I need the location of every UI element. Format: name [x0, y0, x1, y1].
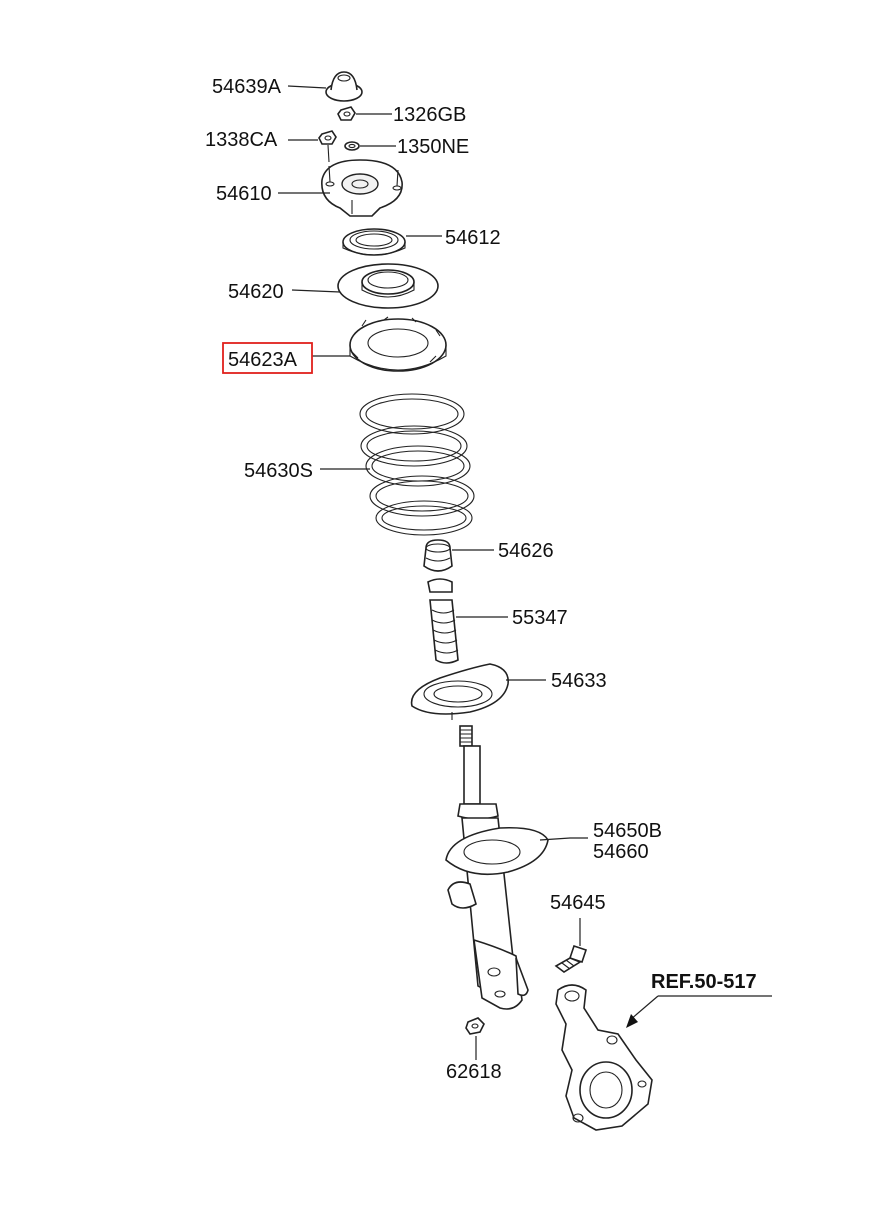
label-54650B[interactable]: 54650B	[593, 820, 662, 842]
spring-54630S[interactable]	[359, 393, 475, 536]
bumpstop-54626[interactable]	[423, 539, 453, 572]
label-54610[interactable]: 54610	[216, 183, 272, 205]
mount-54610[interactable]	[321, 159, 403, 217]
label-54626[interactable]: 54626	[498, 540, 554, 562]
label-62618[interactable]: 62618	[446, 1061, 502, 1083]
label-54612[interactable]: 54612	[445, 227, 501, 249]
label-54633[interactable]: 54633	[551, 670, 607, 692]
leader-54650B	[539, 837, 588, 841]
seat-54623A[interactable]	[349, 316, 447, 372]
leader-ref	[629, 995, 659, 1021]
label-1350NE[interactable]: 1350NE	[397, 136, 469, 158]
label-54623A[interactable]: 54623A	[228, 349, 298, 371]
seat-54633[interactable]	[410, 663, 509, 720]
label-ref[interactable]: REF.50-517	[651, 971, 757, 993]
label-54630S[interactable]: 54630S	[244, 460, 313, 482]
label-54660[interactable]: 54660	[593, 841, 649, 863]
label-1338CA[interactable]: 1338CA	[205, 129, 278, 151]
label-54645[interactable]: 54645	[550, 892, 606, 914]
bearing-54612[interactable]	[342, 228, 406, 256]
boot-55347[interactable]	[427, 578, 459, 664]
label-54639A[interactable]: 54639A	[212, 76, 282, 98]
highlight-box-54623A	[222, 342, 313, 374]
strut-54650B[interactable]	[445, 725, 549, 1010]
label-54620[interactable]: 54620	[228, 281, 284, 303]
label-55347[interactable]: 55347	[512, 607, 568, 629]
arrow-ref	[626, 1014, 638, 1028]
knuckle-ref[interactable]	[555, 984, 653, 1131]
nut-1338CA[interactable]	[318, 130, 337, 163]
nut-1326GB[interactable]	[337, 106, 356, 121]
washer-1350NE[interactable]	[344, 141, 360, 151]
leader-54620	[291, 289, 341, 293]
cap-54639A[interactable]	[325, 71, 363, 102]
pad-54620[interactable]	[337, 263, 439, 309]
nut-62618[interactable]	[465, 1017, 485, 1035]
bolt-54645[interactable]	[554, 944, 588, 973]
leader-54639A	[287, 85, 327, 89]
label-1326GB[interactable]: 1326GB	[393, 104, 466, 126]
